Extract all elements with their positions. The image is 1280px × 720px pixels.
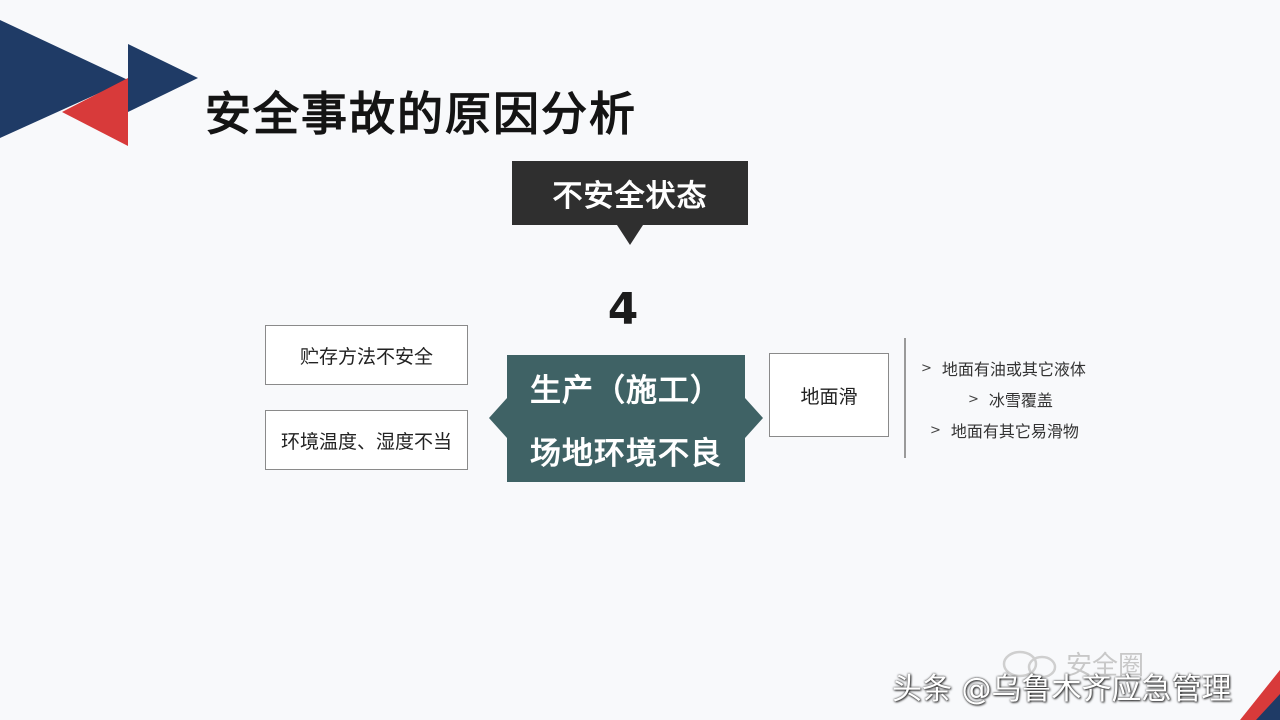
watermark: 安全圈 [1000, 645, 1144, 682]
red-triangle [62, 78, 128, 146]
cause-box-storage: 贮存方法不安全 [265, 325, 468, 385]
navy-triangle-large [0, 20, 128, 138]
center-line-1: 生产（施工） [530, 372, 722, 409]
detail-item: > 地面有油或其它液体 [921, 356, 1086, 380]
chevron-right-icon: > [921, 360, 932, 376]
center-line-2: 场地环境不良 [530, 435, 722, 472]
corner-triangles-decoration [0, 20, 198, 146]
navy-corner-triangle [1256, 694, 1280, 720]
effect-box: 地面滑 [769, 353, 889, 437]
step-number: 4 [607, 284, 639, 335]
bracket-line [904, 338, 906, 458]
detail-item: > 冰雪覆盖 [968, 387, 1053, 411]
wechat-icon [1002, 650, 1057, 678]
left-arrow [489, 398, 507, 438]
cause-box-temperature: 环境温度、湿度不当 [265, 410, 468, 470]
navy-triangle-small [128, 44, 198, 112]
corner-triangle-bottom-right [1240, 670, 1280, 720]
chevron-right-icon: > [930, 422, 941, 438]
page-title: 安全事故的原因分析 [205, 87, 637, 141]
detail-text: 地面有其它易滑物 [950, 422, 1079, 441]
detail-text: 冰雪覆盖 [988, 391, 1053, 410]
watermark-text: 安全圈 [1066, 651, 1145, 681]
callout-box: 不安全状态 [512, 161, 748, 225]
detail-text: 地面有油或其它液体 [941, 360, 1086, 379]
right-arrow [745, 398, 763, 438]
callout-pointer [617, 225, 643, 245]
detail-item: > 地面有其它易滑物 [930, 418, 1079, 442]
center-block: 生产（施工） 场地环境不良 [507, 355, 745, 482]
footer-attribution: 头条 @乌鲁木齐应急管理 [892, 672, 1232, 707]
chevron-right-icon: > [968, 391, 979, 407]
